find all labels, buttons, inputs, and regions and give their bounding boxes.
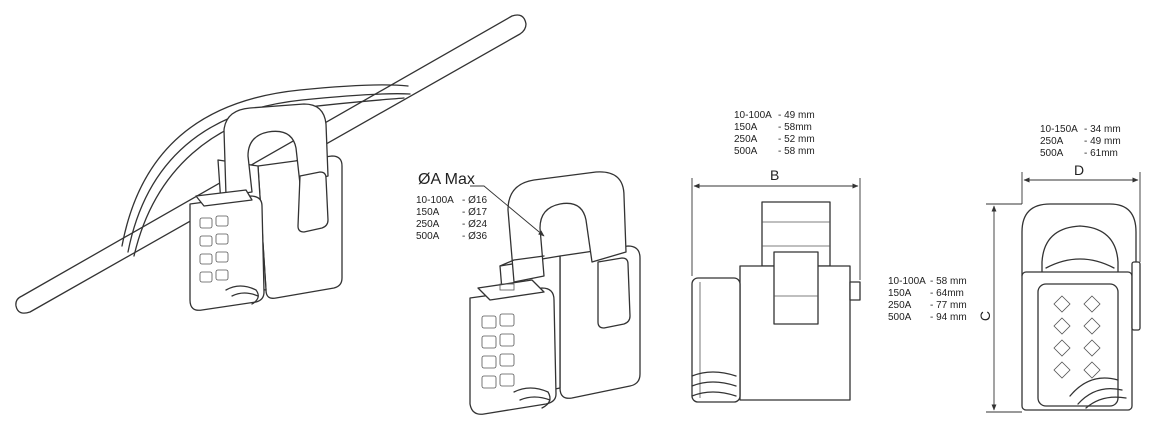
b-value-1: - 49 mm (778, 110, 815, 121)
diameter-rating-3: 250A (416, 219, 440, 230)
b-rating-3: 250A (734, 134, 758, 145)
terminal-slots (199, 215, 229, 283)
ct2-clamp-jaw (507, 171, 627, 283)
side-terminal-block (691, 277, 741, 403)
dimension-d-spec: D 10-150A - 34 mm 250A - 49 mm 500A - 61… (1040, 124, 1121, 178)
b-rating-4: 500A (734, 146, 758, 157)
front-view (986, 172, 1141, 413)
front-terminal-slots (1053, 295, 1101, 379)
diameter-value-4: - Ø36 (462, 231, 487, 242)
dimension-c-label: C (977, 311, 993, 321)
diameter-value-3: - Ø24 (462, 219, 487, 230)
dimension-c-spec: 10-100A - 58 mm 150A - 64mm 250A - 77 mm… (888, 276, 967, 323)
perspective-view (469, 171, 641, 415)
b-value-2: - 58mm (778, 122, 812, 133)
diameter-rating-4: 500A (416, 231, 440, 242)
ct-terminal-block (189, 195, 265, 311)
diameter-rating-2: 150A (416, 207, 440, 218)
d-value-3: - 61mm (1084, 148, 1118, 159)
diameter-value-2: - Ø17 (462, 207, 487, 218)
c-rating-3: 250A (888, 300, 912, 311)
ct2-terminal-block (469, 287, 557, 415)
c-value-2: - 64mm (930, 288, 964, 299)
b-rating-2: 150A (734, 122, 758, 133)
diameter-spec: ØA Max 10-100A - Ø16 150A - Ø17 250A - Ø… (416, 171, 487, 242)
d-rating-3: 500A (1040, 148, 1064, 159)
diameter-value-1: - Ø16 (462, 195, 487, 206)
dimension-d-label: D (1074, 162, 1084, 178)
c-value-4: - 94 mm (930, 312, 967, 323)
front-terminal-block (1037, 283, 1119, 407)
dimension-b-label: B (770, 167, 779, 183)
dimension-b-spec: B 10-100A - 49 mm 150A - 58mm 250A - 52 … (734, 110, 815, 183)
front-clamp-jaw (1021, 203, 1137, 277)
c-value-1: - 58 mm (930, 276, 967, 287)
diameter-title: ØA Max (418, 171, 475, 188)
c-rating-4: 500A (888, 312, 912, 323)
b-value-4: - 58 mm (778, 146, 815, 157)
d-value-1: - 34 mm (1084, 124, 1121, 135)
side-latch (773, 251, 819, 325)
diameter-rating-1: 10-100A (416, 195, 454, 206)
c-rating-1: 10-100A (888, 276, 926, 287)
cable-loop (121, 84, 409, 247)
c-value-3: - 77 mm (930, 300, 967, 311)
b-rating-1: 10-100A (734, 110, 772, 121)
ct-clamp-jaw (223, 103, 329, 197)
b-value-3: - 52 mm (778, 134, 815, 145)
d-rating-1: 10-150A (1040, 124, 1078, 135)
c-rating-2: 150A (888, 288, 912, 299)
installed-ct-on-cable (15, 14, 527, 314)
side-view (691, 178, 861, 403)
cable-loop-inner (127, 93, 411, 253)
d-value-2: - 49 mm (1084, 136, 1121, 147)
d-rating-2: 250A (1040, 136, 1064, 147)
